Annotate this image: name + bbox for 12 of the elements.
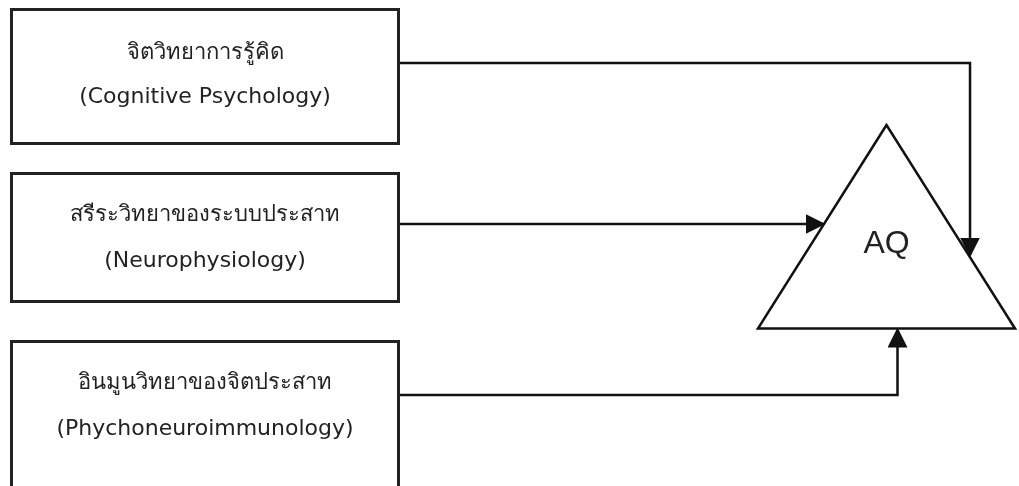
topic-title: จิตวิทยาการรู้คิด [125,39,285,66]
topic-title: สรีระวิทยาของระบบประสาท [69,201,341,228]
topic-box [10,172,400,303]
topic-box [10,340,400,486]
topic-title: อินมูนวิทยาของจิตประสาท [77,369,333,396]
triangle-shape [756,123,1017,330]
topic-subtitle: (Cognitive Psychology) [78,83,332,110]
shape-label: AQ [862,223,911,262]
topic-box [10,8,400,145]
topic-subtitle: (Neurophysiology) [103,247,307,274]
arrow [400,61,980,258]
topic-subtitle: (Phychoneuroimmunology) [55,415,355,442]
